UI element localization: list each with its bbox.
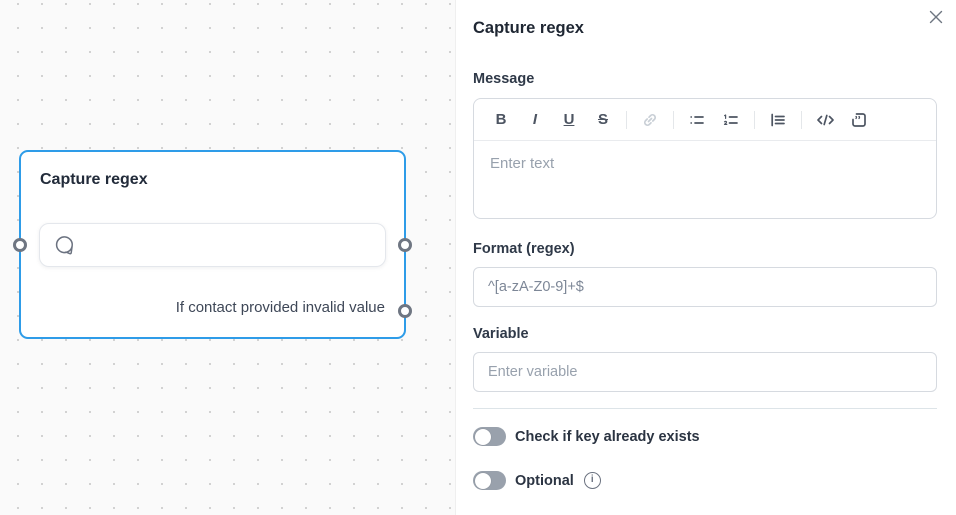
optional-toggle[interactable] — [473, 471, 506, 490]
format-regex-input[interactable] — [473, 267, 937, 307]
chat-bubble-icon — [55, 235, 73, 254]
port-failure-output[interactable] — [398, 304, 412, 318]
toolbar-divider — [673, 110, 674, 129]
code-block-button[interactable] — [844, 107, 874, 133]
variable-label: Variable — [473, 326, 529, 342]
toolbar-divider — [801, 110, 802, 129]
toggle-knob — [474, 428, 491, 445]
link-button[interactable] — [635, 107, 665, 133]
failure-route-label: If contact provided invalid value — [175, 299, 385, 316]
code-block-icon — [852, 112, 866, 127]
indent-list-icon — [771, 113, 785, 126]
numbered-list-button[interactable] — [716, 107, 746, 133]
toolbar-divider — [754, 110, 755, 129]
code-button[interactable] — [810, 107, 840, 133]
code-icon — [816, 114, 834, 125]
panel-title: Capture regex — [473, 19, 584, 37]
check-key-exists-label: Check if key already exists — [515, 428, 700, 445]
node-settings-panel: Capture regex Message B I U S — [455, 0, 956, 515]
node-title: Capture regex — [40, 171, 148, 188]
bold-button[interactable]: B — [486, 107, 516, 133]
rich-text-toolbar: B I U S — [474, 99, 936, 141]
format-regex-label: Format (regex) — [473, 241, 575, 257]
message-label: Message — [473, 71, 535, 87]
link-icon — [643, 113, 657, 126]
flow-canvas[interactable]: Capture regex If contact provided invali… — [0, 0, 455, 515]
numbered-list-icon — [723, 113, 738, 125]
message-editor: B I U S — [473, 98, 937, 219]
indent-list-button[interactable] — [763, 107, 793, 133]
close-panel-button[interactable] — [925, 6, 947, 28]
info-icon[interactable]: i — [583, 472, 601, 489]
optional-label: Optional — [515, 472, 574, 489]
bulleted-list-button[interactable] — [682, 107, 712, 133]
port-input[interactable] — [13, 238, 27, 252]
port-output[interactable] — [398, 238, 412, 252]
variable-input[interactable] — [473, 352, 937, 392]
bulleted-list-icon — [690, 115, 704, 124]
italic-button[interactable]: I — [520, 107, 550, 133]
strikethrough-button[interactable]: S — [588, 107, 618, 133]
check-key-exists-toggle[interactable] — [473, 427, 506, 446]
node-message-preview[interactable] — [39, 223, 386, 267]
message-input[interactable]: Enter text — [490, 155, 555, 172]
underline-button[interactable]: U — [554, 107, 584, 133]
optional-row: Optional i — [473, 471, 937, 490]
capture-regex-node[interactable]: Capture regex If contact provided invali… — [13, 150, 412, 339]
close-icon — [929, 10, 943, 24]
check-key-exists-row: Check if key already exists — [473, 427, 937, 446]
toggle-knob — [474, 472, 491, 489]
section-divider — [473, 408, 937, 409]
toolbar-divider — [626, 110, 627, 129]
